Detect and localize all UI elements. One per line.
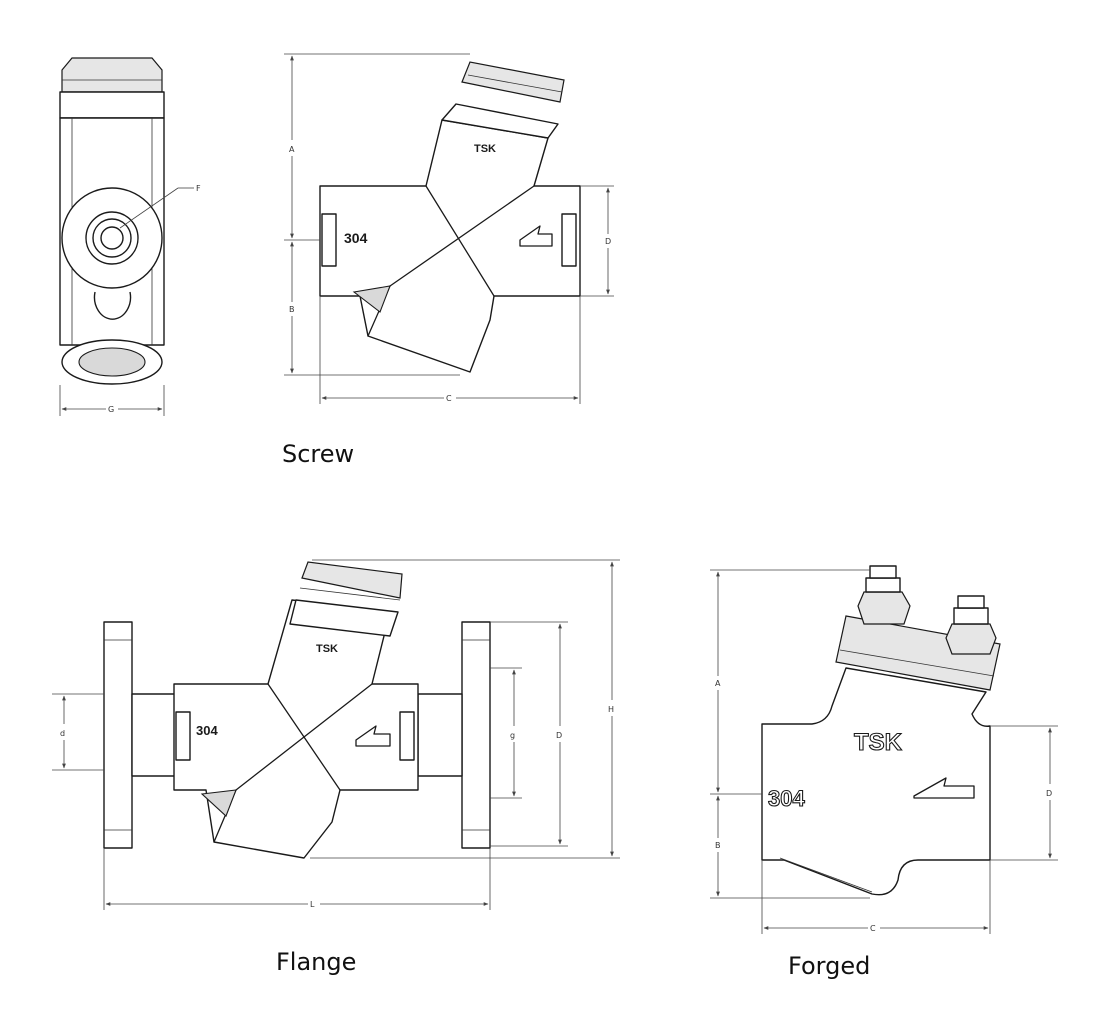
label-L: L: [310, 900, 315, 909]
label-C: C: [446, 394, 452, 403]
label-F: F: [196, 184, 201, 193]
flange-view: 304 TSK d g D H L: [52, 559, 620, 910]
label-A: A: [289, 145, 295, 154]
label-B: B: [289, 305, 295, 314]
brand-mark: TSK: [316, 643, 338, 655]
caption-screw: Screw: [282, 440, 354, 468]
label-d: d: [60, 729, 65, 738]
caption-forged: Forged: [788, 952, 870, 980]
material-mark: 304: [768, 786, 805, 811]
brand-mark: TSK: [474, 143, 496, 155]
material-mark: 304: [344, 230, 368, 246]
material-mark: 304: [196, 723, 218, 738]
forged-view: TSK 304 A B D C: [710, 565, 1058, 934]
label-D: D: [556, 731, 562, 740]
screw-side-view: F G: [59, 57, 201, 416]
label-G: G: [108, 405, 114, 414]
label-B: B: [715, 841, 721, 850]
label-D: D: [1046, 789, 1052, 798]
screw-front-view: 304 TSK A B D C: [284, 53, 614, 404]
label-g: g: [510, 731, 515, 740]
label-H: H: [608, 705, 614, 714]
caption-flange: Flange: [276, 948, 356, 976]
label-C: C: [870, 924, 876, 933]
label-D: D: [605, 237, 611, 246]
label-A: A: [715, 679, 721, 688]
brand-mark: TSK: [854, 729, 903, 756]
